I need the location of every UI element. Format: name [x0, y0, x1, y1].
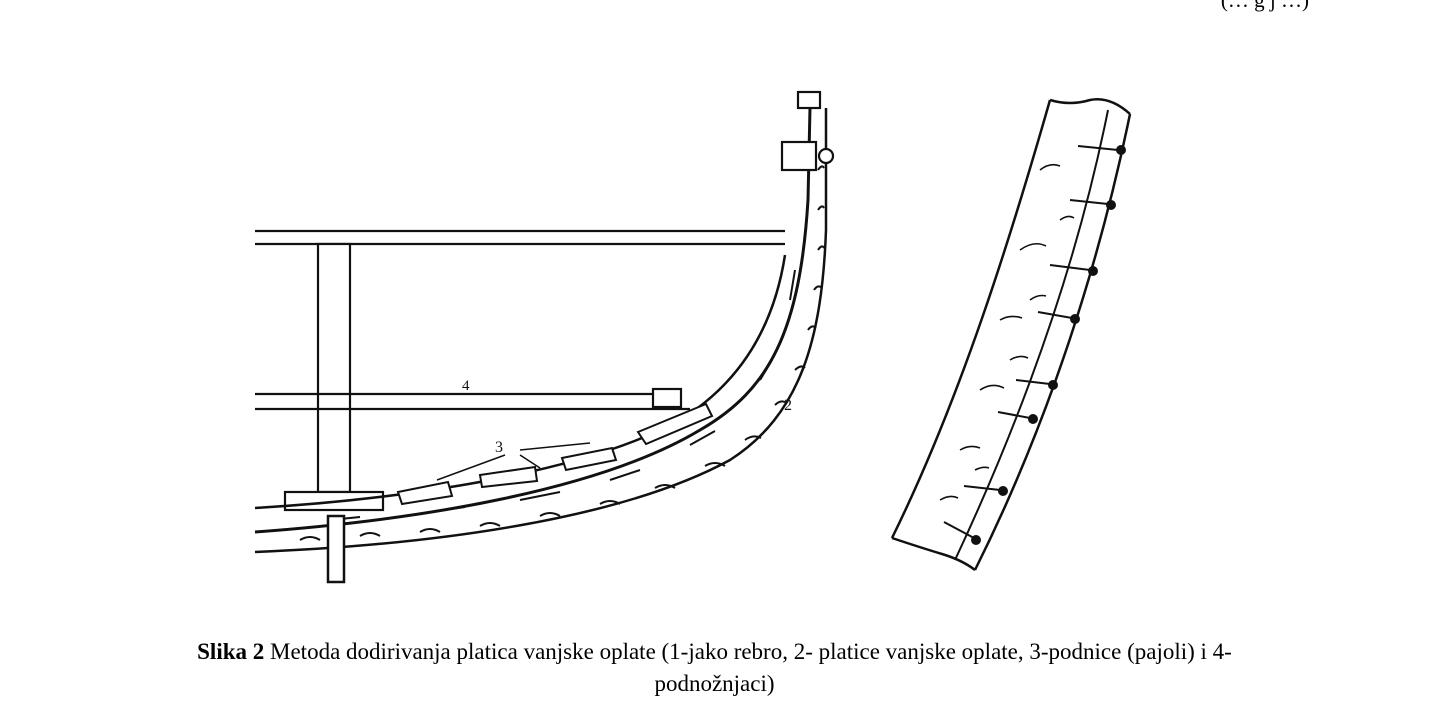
nail-8 — [943, 521, 975, 539]
plank-left-edge — [890, 99, 1052, 539]
gunwale-block — [780, 140, 818, 172]
label-3: 3 — [495, 439, 503, 456]
plank-inner-edge — [954, 109, 1109, 561]
label-2: 2 — [784, 397, 792, 414]
floor-board-2 — [478, 465, 539, 489]
keel-post — [326, 514, 346, 584]
nail-4 — [1037, 311, 1073, 319]
caption-label: Slika 2 — [197, 639, 265, 664]
floor-boards — [396, 402, 714, 506]
label-4: 4 — [462, 378, 470, 394]
floor-board-1 — [396, 480, 454, 506]
left-hull-section — [254, 90, 835, 584]
floor-board-3 — [560, 446, 618, 472]
nail-6 — [997, 411, 1031, 419]
right-plank-detail — [890, 98, 1132, 571]
caption-text-1: Metoda dodirivanja platica vanjske oplat… — [270, 639, 1232, 664]
pillar — [316, 242, 352, 494]
plank-grain — [939, 163, 1075, 501]
hull-inner-line — [254, 107, 812, 534]
leader-lines-3 — [436, 442, 591, 481]
hull-mid-line — [254, 108, 828, 554]
plank-bottom-edge — [891, 536, 976, 571]
floor-board-4 — [636, 402, 714, 446]
plank-top-edge — [1049, 98, 1131, 115]
nails — [943, 145, 1126, 545]
plank-right-edge — [973, 113, 1132, 571]
nail-1 — [1077, 145, 1119, 151]
figure-caption: Slika 2 Metoda dodirivanja platica vanjs… — [0, 636, 1429, 700]
page-header-fragment: (… g j …) — [1220, 0, 1309, 12]
gunwale-knob — [817, 147, 835, 165]
nail-5 — [1015, 379, 1051, 385]
hull-cross-section-figure: 3 4 2 — [254, 90, 1132, 584]
rail-block — [651, 387, 683, 409]
caption-line-1: Slika 2 Metoda dodirivanja platica vanjs… — [0, 636, 1429, 668]
nail-2 — [1069, 199, 1109, 205]
nail-7 — [963, 485, 1001, 491]
caption-line-2: podnožnjaci) — [654, 671, 775, 696]
gunwale-cap — [796, 90, 822, 110]
nail-3 — [1049, 264, 1091, 271]
